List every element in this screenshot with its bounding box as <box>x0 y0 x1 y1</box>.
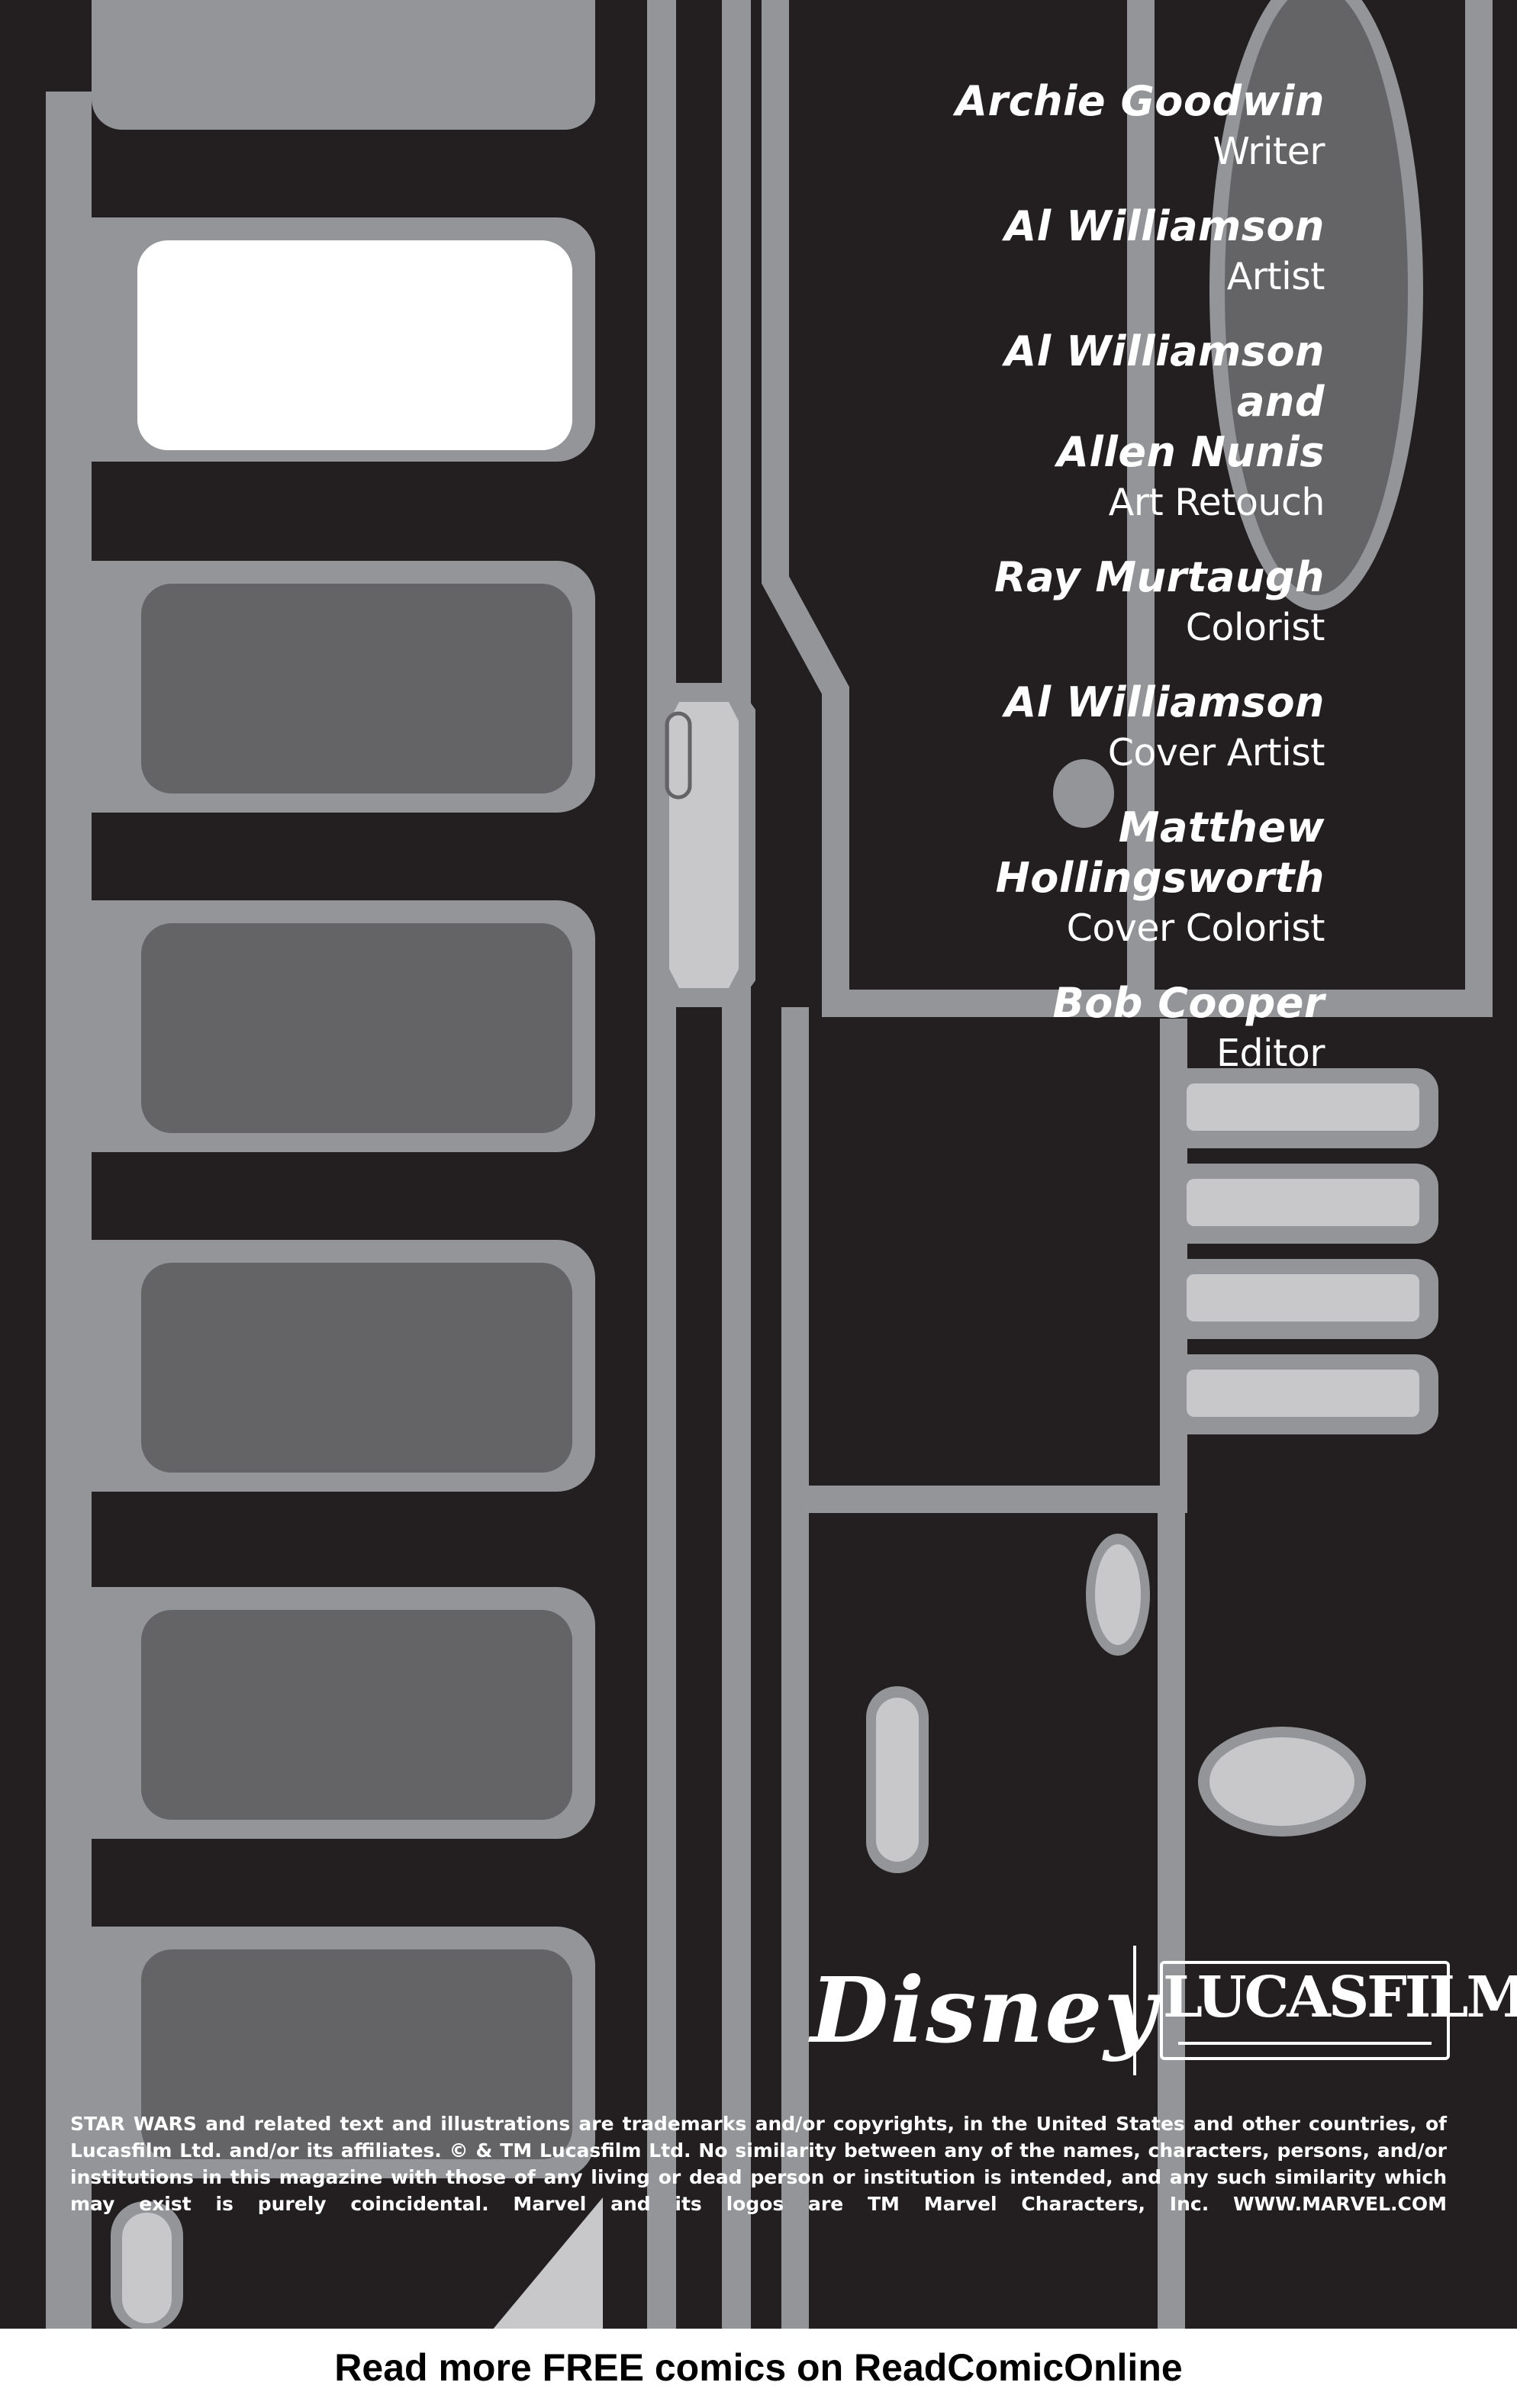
lucasfilm-logo-underline <box>1178 2042 1432 2045</box>
credit-role: Cover Artist <box>1107 731 1325 774</box>
credit-entry: Bob Cooper Editor <box>638 978 1325 1079</box>
credit-name: Al Williamson <box>1004 678 1325 726</box>
credit-name: Al Williamson and Allen Nunis <box>1004 327 1325 476</box>
credit-role: Writer <box>1213 130 1325 173</box>
credit-role: Editor <box>1216 1032 1325 1075</box>
lucasfilm-logo-text: LUCASFILM <box>1163 1965 1517 2030</box>
legal-notice: STAR WARS and related text and illustrat… <box>70 2113 1447 2215</box>
credit-name: Archie Goodwin <box>955 77 1325 125</box>
credit-entry: Al Williamson Artist <box>638 201 1325 302</box>
credit-entry: Al Williamson Cover Artist <box>638 678 1325 778</box>
credit-role: Colorist <box>1185 606 1325 649</box>
credit-entry: Al Williamson and Allen Nunis Art Retouc… <box>638 327 1325 528</box>
credits-list: Archie Goodwin Writer Al Williamson Arti… <box>638 76 1325 1103</box>
credit-name: Ray Murtaugh <box>994 553 1325 601</box>
credit-entry: Matthew Hollingsworth Cover Colorist <box>638 803 1325 954</box>
credit-role: Art Retouch <box>1108 481 1325 524</box>
credit-entry: Archie Goodwin Writer <box>638 76 1325 177</box>
credit-entry: Ray Murtaugh Colorist <box>638 552 1325 653</box>
footer-banner <box>0 2329 1517 2408</box>
credit-role: Artist <box>1226 255 1325 298</box>
lucasfilm-logo: LUCASFILM <box>1160 1961 1517 2060</box>
credit-name: Bob Cooper <box>1052 979 1325 1027</box>
publisher-logos: Disney LUCASFILM <box>809 1938 1517 2091</box>
credit-role: Cover Colorist <box>1066 906 1325 950</box>
credit-name: Matthew Hollingsworth <box>995 803 1325 902</box>
disney-logo: Disney <box>810 1957 1158 2063</box>
logo-divider <box>1133 1946 1136 2075</box>
footer-link[interactable]: Read more FREE comics on ReadComicOnline <box>334 2346 1183 2389</box>
credit-name: Al Williamson <box>1004 202 1325 250</box>
